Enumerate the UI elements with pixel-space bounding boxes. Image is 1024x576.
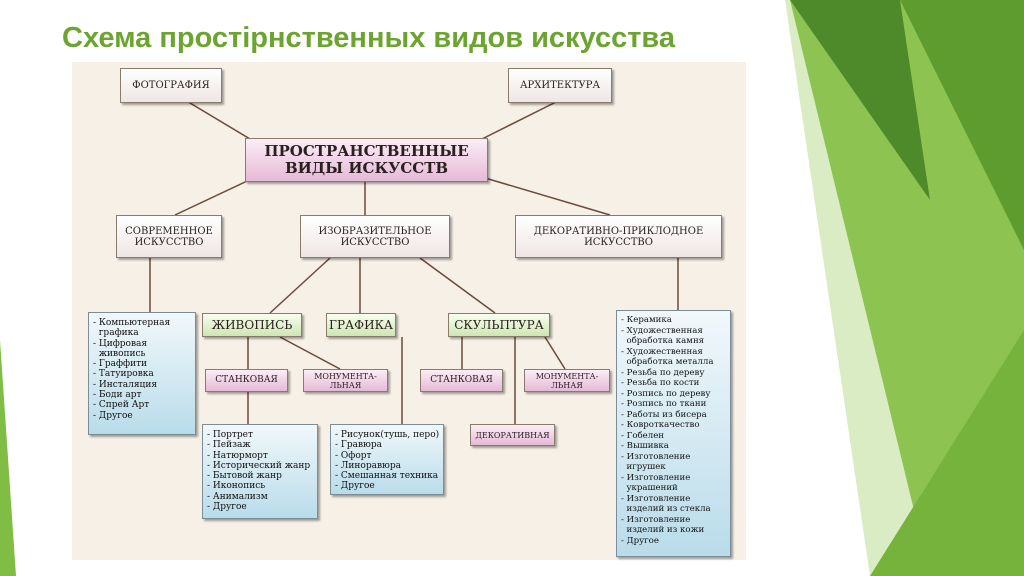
- list-item: - Офорт: [335, 450, 372, 461]
- list-item: - Исторический жанр: [207, 460, 311, 471]
- list-item: - Изготовление: [621, 472, 691, 483]
- list-item: - Другое: [621, 535, 659, 546]
- list-item: живопись: [93, 348, 146, 359]
- list-item: - Работы из бисера: [621, 409, 707, 420]
- list-item: - Гобелен: [621, 430, 665, 441]
- list-item: - Вышивка: [621, 441, 669, 451]
- node-decorative-art: ДЕКОРАТИВНО-ПРИКЛОДНОЕ ИСКУССТВО: [515, 215, 722, 258]
- list-item: - Натюрморт: [207, 450, 268, 461]
- list-item: - Художественная: [621, 325, 703, 336]
- node-modern-art: СОВРЕМЕННОЕ ИСКУССТВО: [116, 215, 222, 258]
- list-item: обработка металла: [621, 357, 714, 367]
- list-item: - Пейзаж: [207, 440, 251, 451]
- list-item: - Резьба по кости: [621, 378, 700, 388]
- list-item: - Розпись по дереву: [621, 388, 711, 399]
- list-item: - Ковроткачество: [621, 420, 700, 430]
- node-architecture: АРХИТЕКТУРА: [508, 68, 612, 103]
- list-item: - Другое: [335, 481, 375, 492]
- list-item: изделий из кожи: [621, 525, 705, 535]
- list-item: - Портрет: [207, 430, 253, 440]
- list-item: - Компьютерная: [93, 318, 171, 328]
- node-spatial-arts: ПРОСТРАНСТВЕННЫЕ ВИДЫ ИСКУССТВ: [245, 138, 488, 182]
- list-item: - Художественная: [621, 346, 703, 357]
- list-decorative-art: - Керамика- Художественная обработка кам…: [616, 310, 731, 557]
- node-graphics: ГРАФИКА: [326, 313, 396, 337]
- list-item: - Боди арт: [93, 390, 142, 401]
- list-item: - Татуировка: [93, 369, 154, 380]
- list-painting: - Портрет- Пейзаж- Натюрморт- Историческ…: [202, 424, 318, 519]
- node-photography: ФОТОГРАФИЯ: [120, 68, 222, 103]
- list-item: - Анимализм: [207, 491, 268, 502]
- list-modern-art: - Компьютерная графика- Цифровая живопис…: [88, 312, 196, 435]
- list-item: изделий из стекла: [621, 504, 711, 514]
- list-item: - Изготовление: [621, 514, 691, 525]
- list-item: - Розпись по ткани: [621, 399, 707, 409]
- node-sculpture: СКУЛЬПТУРА: [448, 313, 550, 337]
- list-item: украшений: [621, 483, 678, 493]
- node-painting: ЖИВОПИСЬ: [202, 313, 302, 337]
- list-item: графика: [93, 328, 139, 339]
- list-item: - Линоравюра: [335, 460, 401, 471]
- list-graphics: - Рисунок(тушь, перо)- Гравюра- Офорт- Л…: [330, 424, 444, 495]
- list-item: - Гравюра: [335, 440, 383, 451]
- list-item: - Другое: [207, 502, 247, 513]
- list-item: - Спрей Арт: [93, 400, 150, 411]
- list-item: - Иконопись: [207, 481, 266, 492]
- list-item: - Бытовой жанр: [207, 471, 282, 482]
- list-item: обработка камня: [621, 336, 705, 346]
- list-item: - Изготовление: [621, 493, 691, 504]
- node-easel-sculpture: СТАНКОВАЯ: [420, 369, 503, 392]
- list-item: - Смешанная техника: [335, 471, 439, 482]
- node-fine-art: ИЗОБРАЗИТЕЛЬНОЕ ИСКУССТВО: [300, 215, 450, 258]
- list-item: игрушек: [621, 462, 666, 472]
- node-easel-painting: СТАНКОВАЯ: [205, 369, 288, 392]
- list-item: - Изготовление: [621, 451, 691, 462]
- node-monumental-sculpture: МОНУМЕНТА- ЛЬНАЯ: [524, 369, 610, 392]
- list-item: - Рисунок(тушь, перо): [335, 430, 440, 440]
- list-item: - Цифровая: [93, 338, 148, 349]
- list-item: - Другое: [93, 410, 133, 421]
- list-item: - Керамика: [621, 315, 672, 325]
- list-item: - Граффити: [93, 359, 148, 370]
- node-monumental-painting: МОНУМЕНТА- ЛЬНАЯ: [303, 369, 388, 392]
- list-item: - Инсталяция: [93, 379, 157, 390]
- node-decorative-sculpture: ДЕКОРАТИВНАЯ: [470, 424, 555, 446]
- list-item: - Резьба по дереву: [621, 367, 705, 378]
- slide-title: Схема простірнственных видов искусства: [62, 22, 675, 54]
